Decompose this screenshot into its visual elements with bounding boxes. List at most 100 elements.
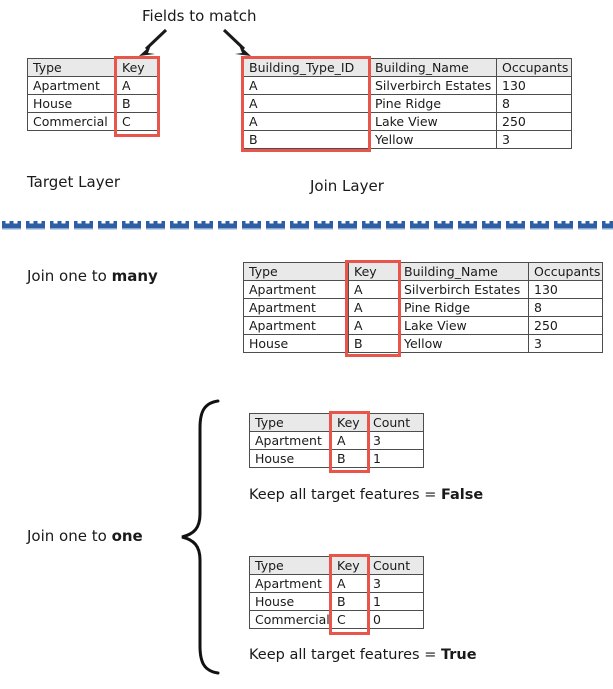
column-header-type: Type [249, 556, 332, 575]
table-cell: A [348, 316, 399, 335]
keep-all-true-value: True [440, 647, 477, 663]
table-cell: 1 [367, 449, 424, 468]
table-cell: Apartment [249, 574, 332, 593]
column-header-building-name: Building_Name [398, 262, 529, 281]
keep-all-false-prefix: Keep all target features = [249, 487, 441, 503]
target-layer-caption: Target Layer [27, 173, 120, 191]
join-one-to-many-prefix: Join one to [27, 267, 112, 285]
join-one-to-many-caption: Join one to many [27, 268, 158, 285]
fields-to-match-caption: Fields to match [142, 7, 257, 25]
keep-all-false-value: False [440, 487, 484, 503]
column-header-type: Type [27, 58, 117, 77]
table-cell: 1 [367, 592, 424, 611]
join-one-to-one-emphasis: one [111, 527, 143, 545]
table-cell: 0 [367, 610, 424, 629]
table-cell: A [116, 76, 159, 95]
table-cell: A [243, 76, 370, 95]
table-cell: A [331, 431, 368, 450]
arrow-to-join-key [218, 28, 254, 58]
table-cell: B [348, 334, 399, 353]
table-cell: House [243, 334, 349, 353]
table-cell: B [331, 449, 368, 468]
keep-all-false-caption: Keep all target features = False [249, 487, 484, 504]
table-cell: Apartment [27, 76, 117, 95]
table-cell: Silverbirch Estates [398, 280, 529, 299]
table-cell: Lake View [398, 316, 529, 335]
column-header-count: Count [367, 413, 424, 432]
table-cell: Apartment [243, 298, 349, 317]
table-cell: 130 [528, 280, 603, 299]
join-one-to-one-brace [180, 398, 222, 676]
table-cell: Yellow [398, 334, 529, 353]
table-cell: A [331, 574, 368, 593]
table-cell: 3 [367, 431, 424, 450]
column-header-building-type-id: Building_Type_ID [243, 58, 370, 77]
table-cell: Apartment [249, 431, 332, 450]
keep-all-true-prefix: Keep all target features = [249, 647, 441, 663]
table-cell: 250 [496, 112, 572, 131]
table-cell: 3 [528, 334, 603, 353]
table-cell: Silverbirch Estates [369, 76, 497, 95]
table-cell: Yellow [369, 130, 497, 149]
join-one-to-one-caption: Join one to one [27, 528, 143, 545]
column-header-key: Key [116, 58, 159, 77]
column-header-occupants: Occupants [496, 58, 572, 77]
table-cell: Commercial [27, 112, 117, 131]
table-cell: House [249, 592, 332, 611]
column-header-type: Type [243, 262, 349, 281]
table-cell: 3 [367, 574, 424, 593]
table-cell: A [243, 94, 370, 113]
table-cell: 8 [528, 298, 603, 317]
table-cell: A [243, 112, 370, 131]
table-cell: 130 [496, 76, 572, 95]
table-cell: Apartment [243, 316, 349, 335]
table-cell: Lake View [369, 112, 497, 131]
table-cell: 250 [528, 316, 603, 335]
section-divider [0, 220, 613, 231]
column-header-building-name: Building_Name [369, 58, 497, 77]
table-cell: Pine Ridge [369, 94, 497, 113]
join-layer-caption: Join Layer [310, 177, 384, 195]
table-cell: Pine Ridge [398, 298, 529, 317]
column-header-key: Key [331, 556, 368, 575]
column-header-type: Type [249, 413, 332, 432]
table-cell: 3 [496, 130, 572, 149]
table-cell: Commercial [249, 610, 332, 629]
column-header-occupants: Occupants [528, 262, 603, 281]
keep-all-true-caption: Keep all target features = True [249, 647, 477, 664]
table-cell: House [27, 94, 117, 113]
table-cell: C [331, 610, 368, 629]
table-cell: Apartment [243, 280, 349, 299]
table-cell: B [331, 592, 368, 611]
column-header-key: Key [331, 413, 368, 432]
table-cell: C [116, 112, 159, 131]
